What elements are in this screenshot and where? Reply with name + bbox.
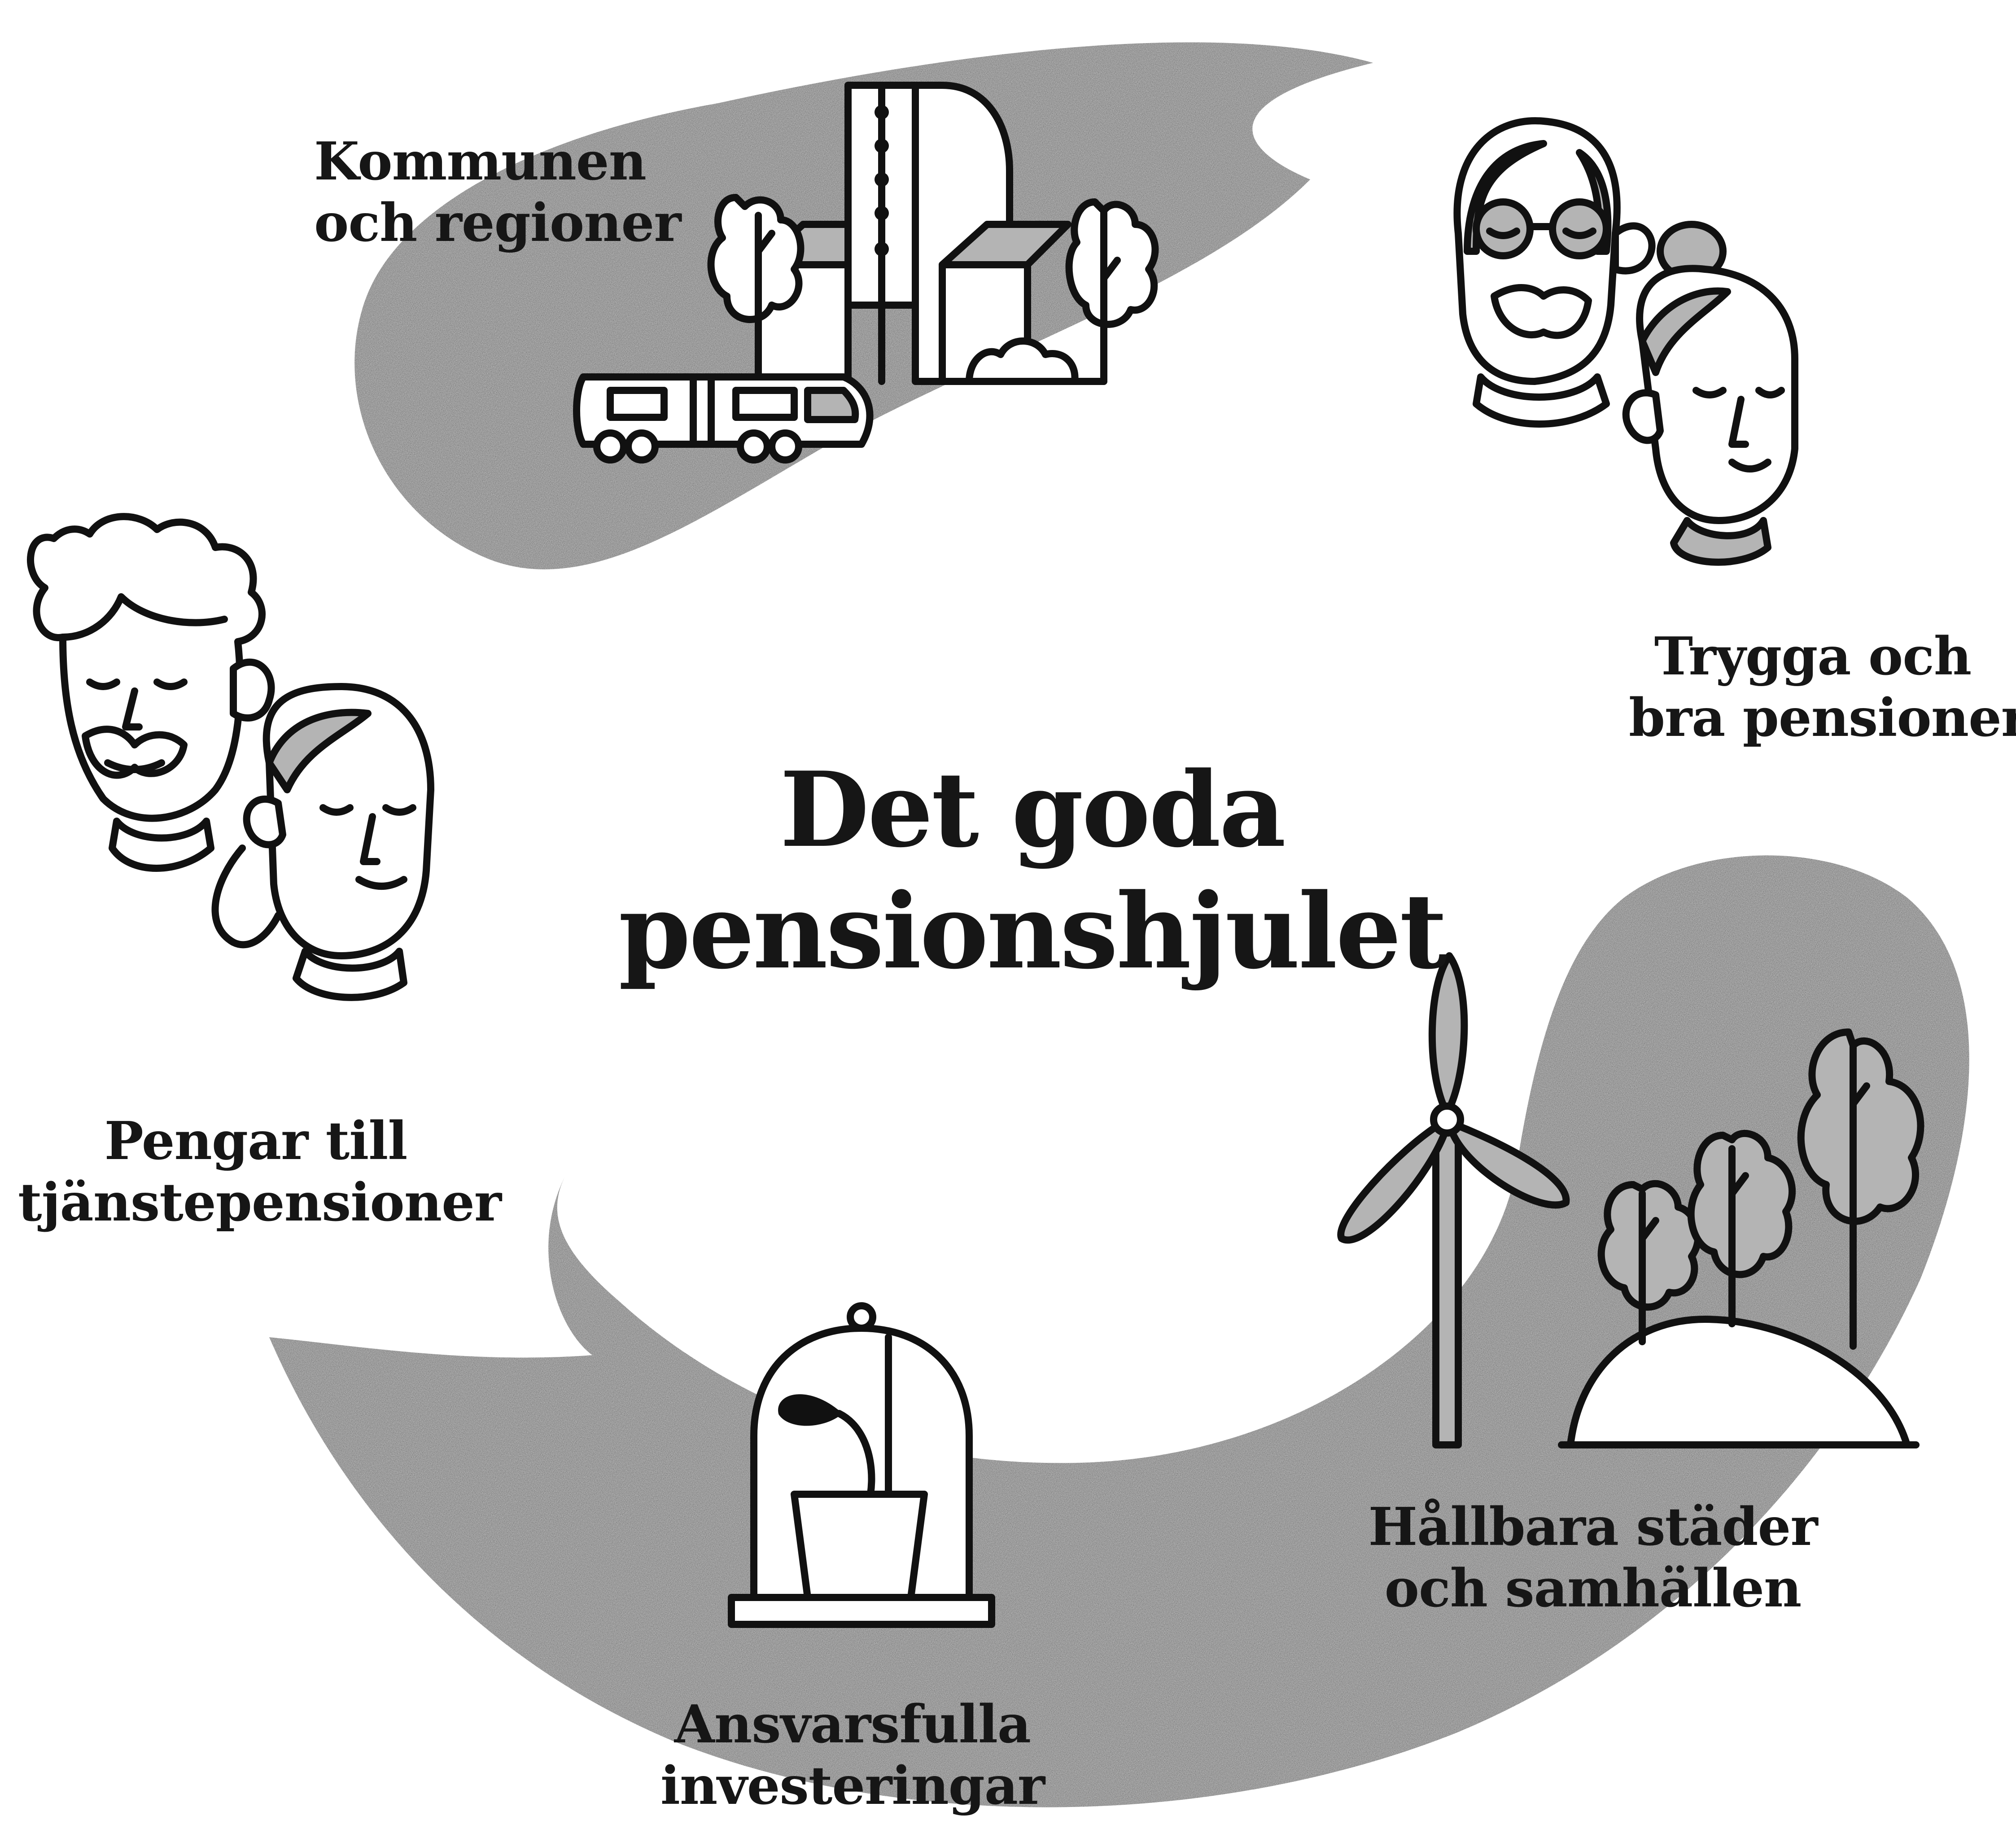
diagram-title: Det goda pensionshjulet <box>610 749 1454 993</box>
segment-label-pengar: Pengar till tjänstepensioner <box>18 1111 502 1234</box>
segment-label-hallbara: Hållbara städer och samhällen <box>1364 1496 1822 1619</box>
segment-line1: Hållbara städer <box>1368 1496 1818 1558</box>
segment-label-ansvarsfulla: Ansvarsfulla investeringar <box>637 1694 1068 1817</box>
segment-line2: bra pensioner <box>1629 687 2016 748</box>
segment-line1: Pengar till <box>104 1111 408 1172</box>
elderly-couple-icon <box>1453 117 1798 566</box>
city-buildings-tram-icon <box>573 82 1159 464</box>
segment-line2: och samhällen <box>1384 1558 1802 1619</box>
segment-line1: Kommunen <box>314 131 647 192</box>
plant-under-glass-dome-icon <box>728 1302 995 1628</box>
segment-label-kommunen: Kommunen och regioner <box>314 131 681 254</box>
segment-line1: Ansvarsfulla <box>674 1694 1031 1755</box>
title-line1: Det goda <box>779 749 1286 871</box>
segment-line2: investeringar <box>660 1755 1045 1816</box>
wind-turbine-trees-icon <box>1337 952 1924 1448</box>
bottom-swoosh-shape <box>269 855 1969 1807</box>
title-line2: pensionshjulet <box>618 871 1447 993</box>
segment-line1: Trygga och <box>1654 626 1972 687</box>
segment-line2: tjänstepensioner <box>18 1172 502 1233</box>
segment-label-trygga: Trygga och bra pensioner <box>1629 626 2016 749</box>
segment-line2: och regioner <box>314 192 681 254</box>
young-couple-icon <box>27 513 434 1001</box>
